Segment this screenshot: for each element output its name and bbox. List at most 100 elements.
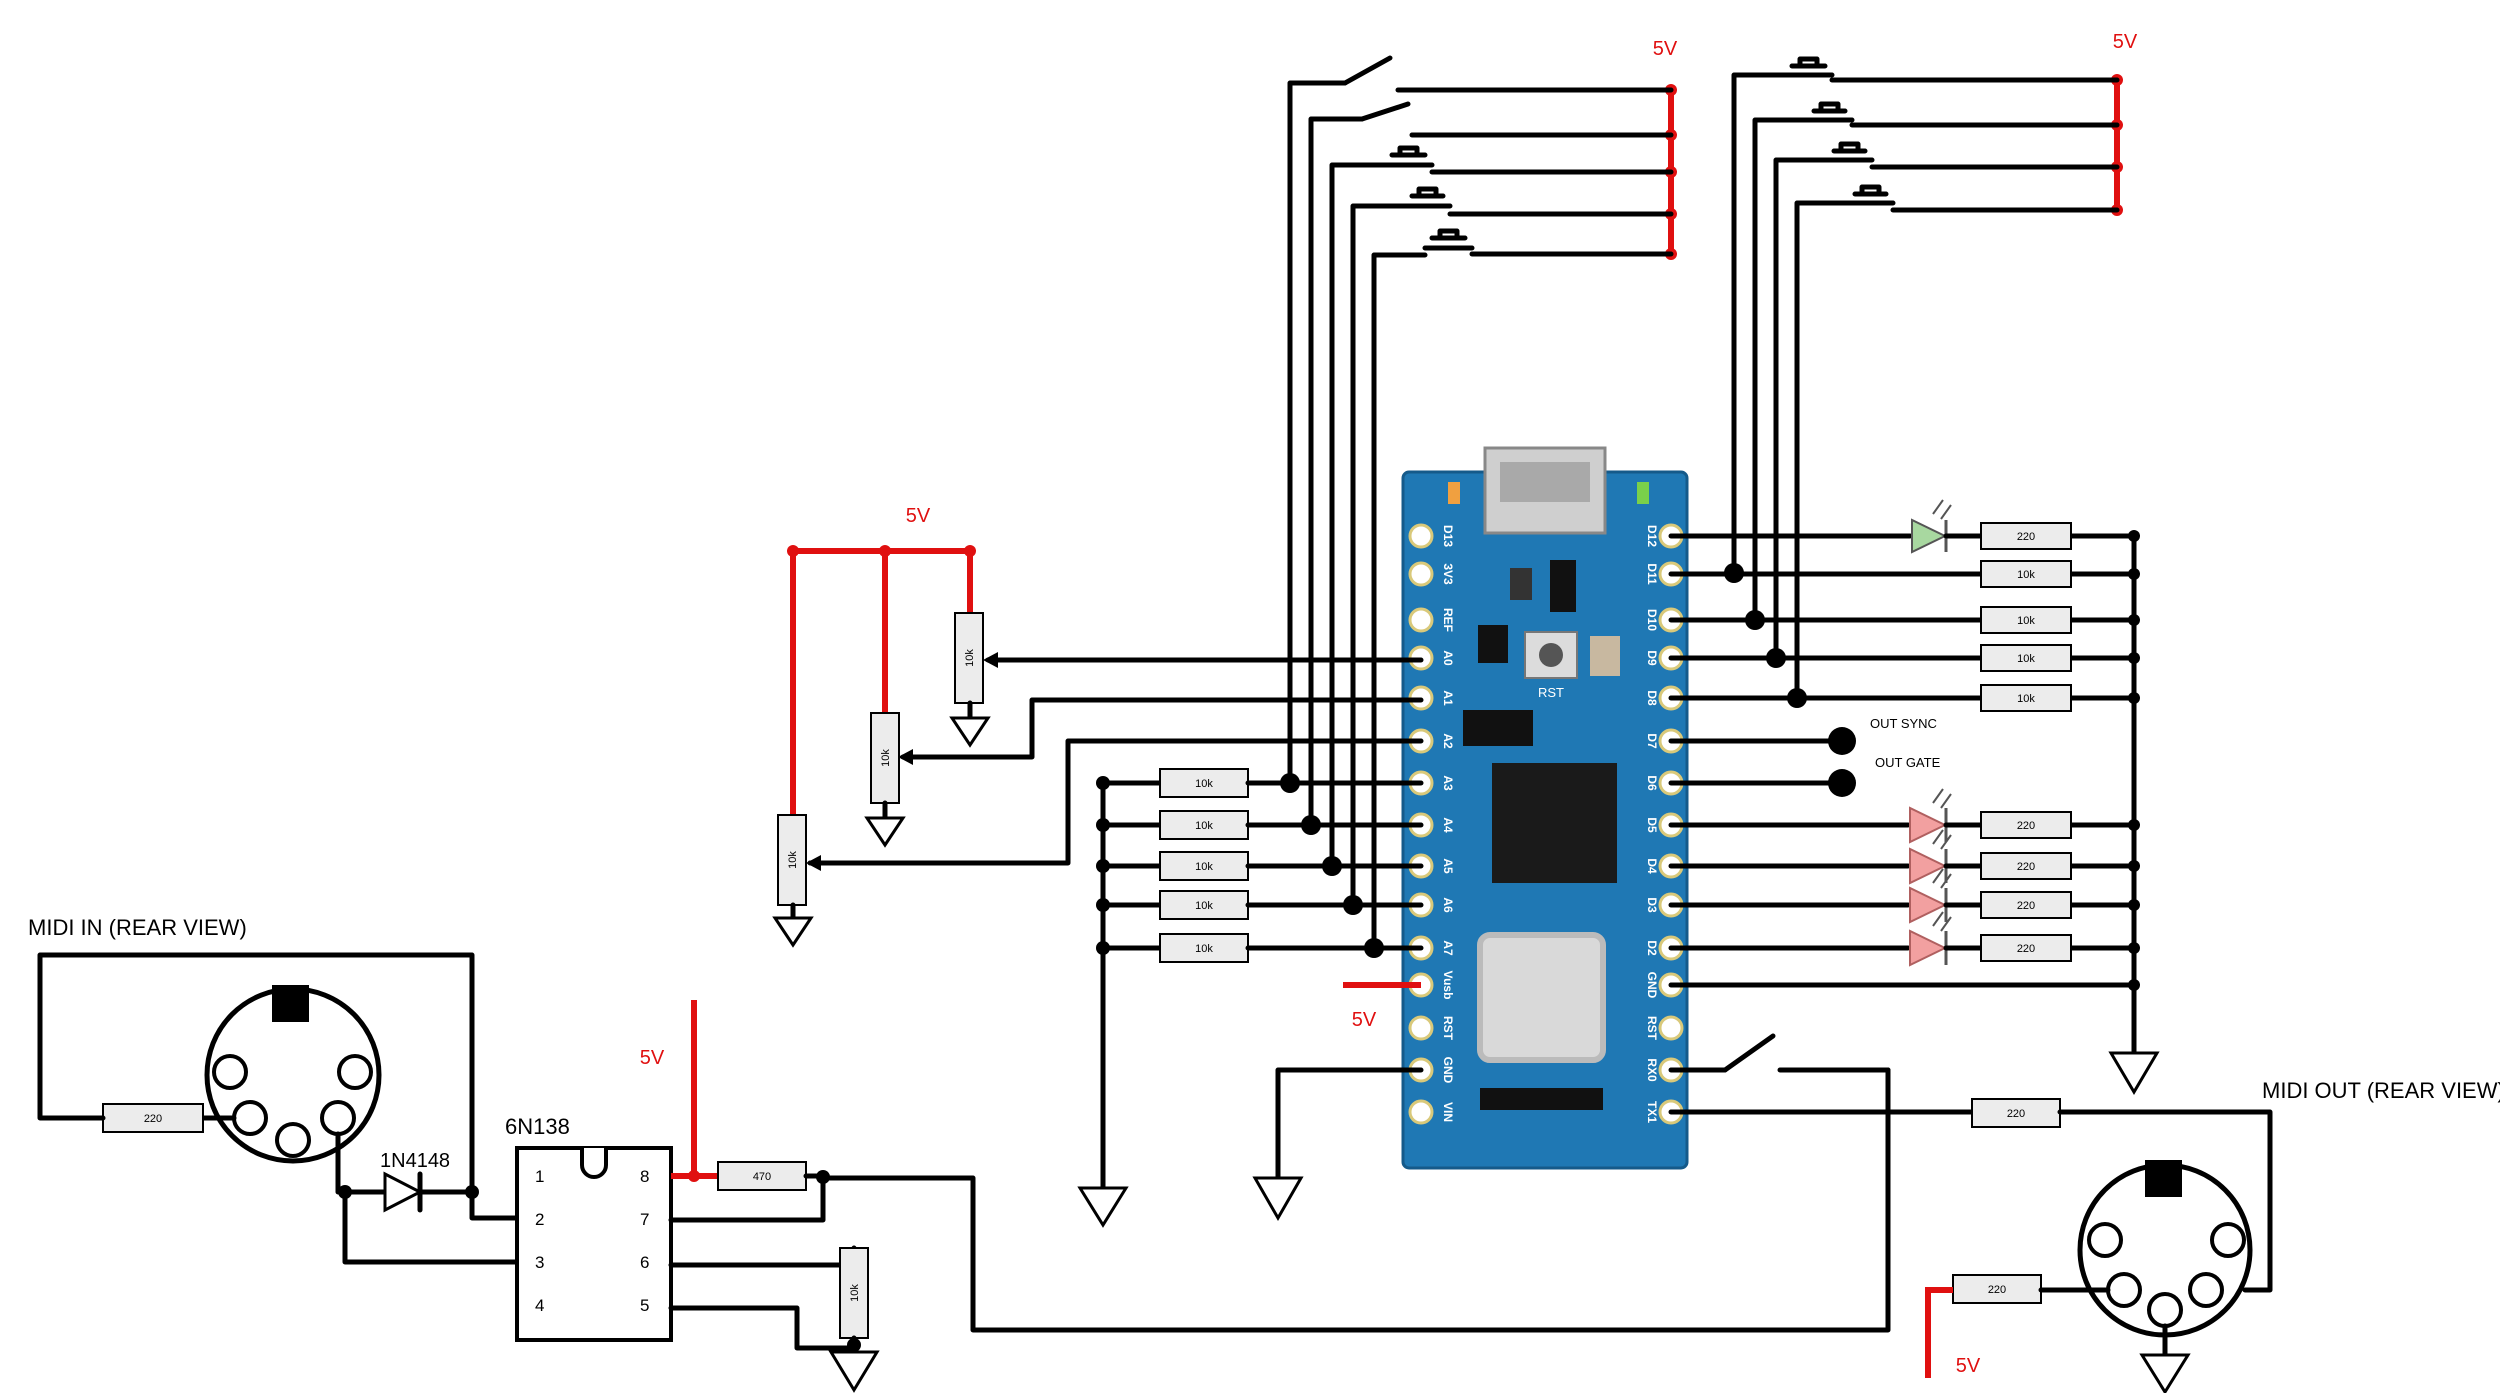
svg-text:1: 1 xyxy=(535,1167,544,1186)
midi-out-key xyxy=(2145,1160,2182,1197)
nano-pin-label: D6 xyxy=(1645,775,1659,791)
arduino-nano-board: RST D133V3REFA0A1A2A3A4A5A6A7VusbRSTGNDV… xyxy=(1401,446,1689,1170)
nano-pin-d13 xyxy=(1408,523,1434,549)
supply-5v-opto: 5V xyxy=(640,1047,665,1069)
svg-text:4: 4 xyxy=(535,1296,544,1315)
usb-connector-inner xyxy=(1500,462,1590,502)
resistor-value: 10k xyxy=(1195,861,1213,873)
pushbutton-4[interactable] xyxy=(1782,56,1835,78)
nano-pin-label: Vusb xyxy=(1441,971,1455,1000)
resistor-d9 xyxy=(1980,644,2072,672)
resistor-d4 xyxy=(1980,852,2072,880)
chip-small-3 xyxy=(1463,710,1533,746)
diode-label: 1N4148 xyxy=(380,1150,450,1172)
nano-pin-label: A1 xyxy=(1441,690,1455,706)
out-sync-jack[interactable] xyxy=(1828,727,1856,755)
top-left-switches: 5V xyxy=(1287,38,1678,951)
svg-text:2: 2 xyxy=(535,1210,544,1229)
nano-pin-label: D10 xyxy=(1645,609,1659,631)
led-green xyxy=(1911,518,1948,554)
nano-pin-ref xyxy=(1408,607,1434,633)
pushbutton-3[interactable] xyxy=(1422,228,1475,251)
resistor-midi-in xyxy=(102,1103,204,1133)
svg-text:220: 220 xyxy=(2007,1108,2025,1120)
resistor-a5 xyxy=(1159,851,1249,881)
resistor-opto-470 xyxy=(717,1161,807,1191)
chip-small-2 xyxy=(1478,625,1508,663)
supply-5v-switches-right: 5V xyxy=(2113,31,2138,53)
nano-pin-label: RST xyxy=(1441,1016,1455,1041)
svg-text:10k: 10k xyxy=(880,749,892,767)
midi-in-label: MIDI IN (REAR VIEW) xyxy=(28,915,247,940)
resistor-value: 10k xyxy=(2017,693,2035,705)
nano-pin-label: D11 xyxy=(1645,563,1659,585)
svg-text:8: 8 xyxy=(640,1167,649,1186)
svg-text:3: 3 xyxy=(535,1253,544,1272)
resistor-value: 220 xyxy=(2017,820,2035,832)
resistor-a7 xyxy=(1159,933,1249,963)
out-sync-label: OUT SYNC xyxy=(1870,716,1937,731)
diode-1n4148 xyxy=(383,1171,424,1213)
pushbutton-2[interactable] xyxy=(1402,186,1453,209)
pushbutton-1[interactable] xyxy=(1382,145,1435,168)
svg-text:10k: 10k xyxy=(849,1284,861,1302)
nano-pin-label: RST xyxy=(1645,1016,1659,1041)
resistor-d3 xyxy=(1980,891,2072,919)
resistor-d10 xyxy=(1980,606,2072,634)
nano-pin-vin xyxy=(1408,1099,1434,1125)
svg-text:10k: 10k xyxy=(787,851,799,869)
pushbutton-5[interactable] xyxy=(1804,101,1855,123)
resistor-a4 xyxy=(1159,810,1249,840)
nano-pin-label: A4 xyxy=(1441,817,1455,833)
pot-a1[interactable] xyxy=(870,712,900,804)
resistor-value: 220 xyxy=(2017,861,2035,873)
top-right-switches: 5V xyxy=(1731,31,2138,701)
svg-text:220: 220 xyxy=(144,1113,162,1125)
nano-pin-label: GND xyxy=(1645,972,1659,999)
resistor-d5 xyxy=(1980,811,2072,839)
midi-in-section: MIDI IN (REAR VIEW) 220 1N4148 6N138 1 2… xyxy=(28,915,880,1393)
resistor-d8 xyxy=(1980,684,2072,712)
chip-small-1 xyxy=(1510,568,1532,600)
resistor-opto-10k xyxy=(839,1247,869,1339)
led-red-3 xyxy=(1909,886,1948,924)
resistor-value: 10k xyxy=(2017,615,2035,627)
nano-pin-label: A3 xyxy=(1441,775,1455,791)
supply-5v-pots: 5V xyxy=(906,505,931,527)
led-red-2 xyxy=(1909,847,1948,885)
optocoupler-6n138 xyxy=(515,1146,673,1342)
resistor-value: 10k xyxy=(1195,900,1213,912)
nano-pin-label: A7 xyxy=(1441,940,1455,956)
svg-text:6: 6 xyxy=(640,1253,649,1272)
mcu-chip xyxy=(1492,763,1617,883)
pot-a2[interactable] xyxy=(777,814,807,906)
resistor-value: 220 xyxy=(2017,531,2035,543)
pushbutton-7[interactable] xyxy=(1845,184,1896,206)
led-red-4 xyxy=(1909,929,1948,967)
rst-button-cap[interactable] xyxy=(1539,643,1563,667)
pushbutton-6[interactable] xyxy=(1824,141,1875,163)
bottom-chip xyxy=(1480,1088,1603,1110)
nano-pin-rst xyxy=(1658,1015,1684,1041)
svg-text:10k: 10k xyxy=(964,649,976,667)
resistor-d2 xyxy=(1980,934,2072,962)
nano-pin-label: D5 xyxy=(1645,817,1659,833)
chip-regulator xyxy=(1550,560,1576,612)
resistor-value: 220 xyxy=(2017,900,2035,912)
board-power: 5V xyxy=(1252,982,1424,1222)
nano-pin-label: 3V3 xyxy=(1441,563,1455,585)
usb-chip-shield xyxy=(1477,932,1606,1063)
nano-pin-label: D13 xyxy=(1441,525,1455,547)
nano-pin-label: A0 xyxy=(1441,650,1455,666)
svg-text:7: 7 xyxy=(640,1210,649,1229)
resistor-value: 220 xyxy=(2017,943,2035,955)
rst-button-label: RST xyxy=(1538,685,1564,700)
led-indicator-orange xyxy=(1448,482,1460,504)
out-gate-jack[interactable] xyxy=(1828,769,1856,797)
svg-text:5: 5 xyxy=(640,1296,649,1315)
nano-pin-label: D3 xyxy=(1645,897,1659,913)
svg-text:220: 220 xyxy=(1988,1284,2006,1296)
nano-pin-label: D4 xyxy=(1645,858,1659,874)
midi-out-label: MIDI OUT (REAR VIEW) xyxy=(2262,1078,2500,1103)
resistor-value: 10k xyxy=(1195,820,1213,832)
